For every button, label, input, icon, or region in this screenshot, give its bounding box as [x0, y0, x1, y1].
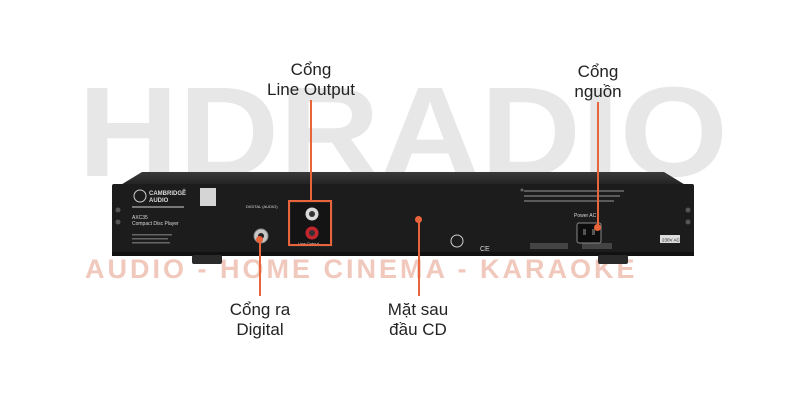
- dot-digital: [256, 236, 263, 243]
- callout-digital: Cổng ra Digital: [229, 300, 291, 339]
- watermark-text: HDRADIO: [78, 78, 728, 188]
- leader-rear-panel: [418, 220, 420, 296]
- highlight-line-output: [288, 200, 332, 246]
- power-label: Power AC: [574, 213, 597, 219]
- callout-line-output: Cổng Line Output: [267, 60, 355, 99]
- digital-label: DIGITAL (AUDIO): [246, 204, 278, 209]
- line-output-silk: Line Output: [298, 241, 320, 246]
- watermark-tagline: AUDIO - HOME CINEMA - KARAOKE: [85, 254, 638, 284]
- rating-label: 230V AC: [662, 238, 681, 243]
- chassis-top: [119, 172, 687, 186]
- watermark-logo: HDRADIO: [78, 78, 728, 188]
- cd-player-rear-panel: CAMBRIDGE AUDIO AXC35 Compact Disc Playe…: [112, 172, 694, 264]
- svg-text:CE: CE: [480, 246, 490, 253]
- weee-label: [200, 188, 216, 206]
- foot-right: [598, 255, 628, 264]
- dot-rear-panel: [415, 216, 422, 223]
- leader-power: [597, 102, 599, 226]
- product-label: Compact Disc Player: [132, 221, 179, 227]
- leader-line-output: [310, 100, 312, 200]
- callout-rear-panel: Mặt sau đầu CD: [387, 300, 449, 339]
- brand-line1: CAMBRIDGE: [149, 191, 186, 197]
- foot-left: [192, 255, 222, 264]
- callout-power: Cổng nguồn: [574, 62, 622, 101]
- cert-badge: [450, 234, 464, 248]
- model-label: AXC35: [132, 215, 148, 221]
- leader-digital: [259, 240, 261, 296]
- brand-logo: [133, 189, 147, 203]
- dot-power: [594, 224, 601, 231]
- brand-line2: AUDIO: [149, 198, 169, 204]
